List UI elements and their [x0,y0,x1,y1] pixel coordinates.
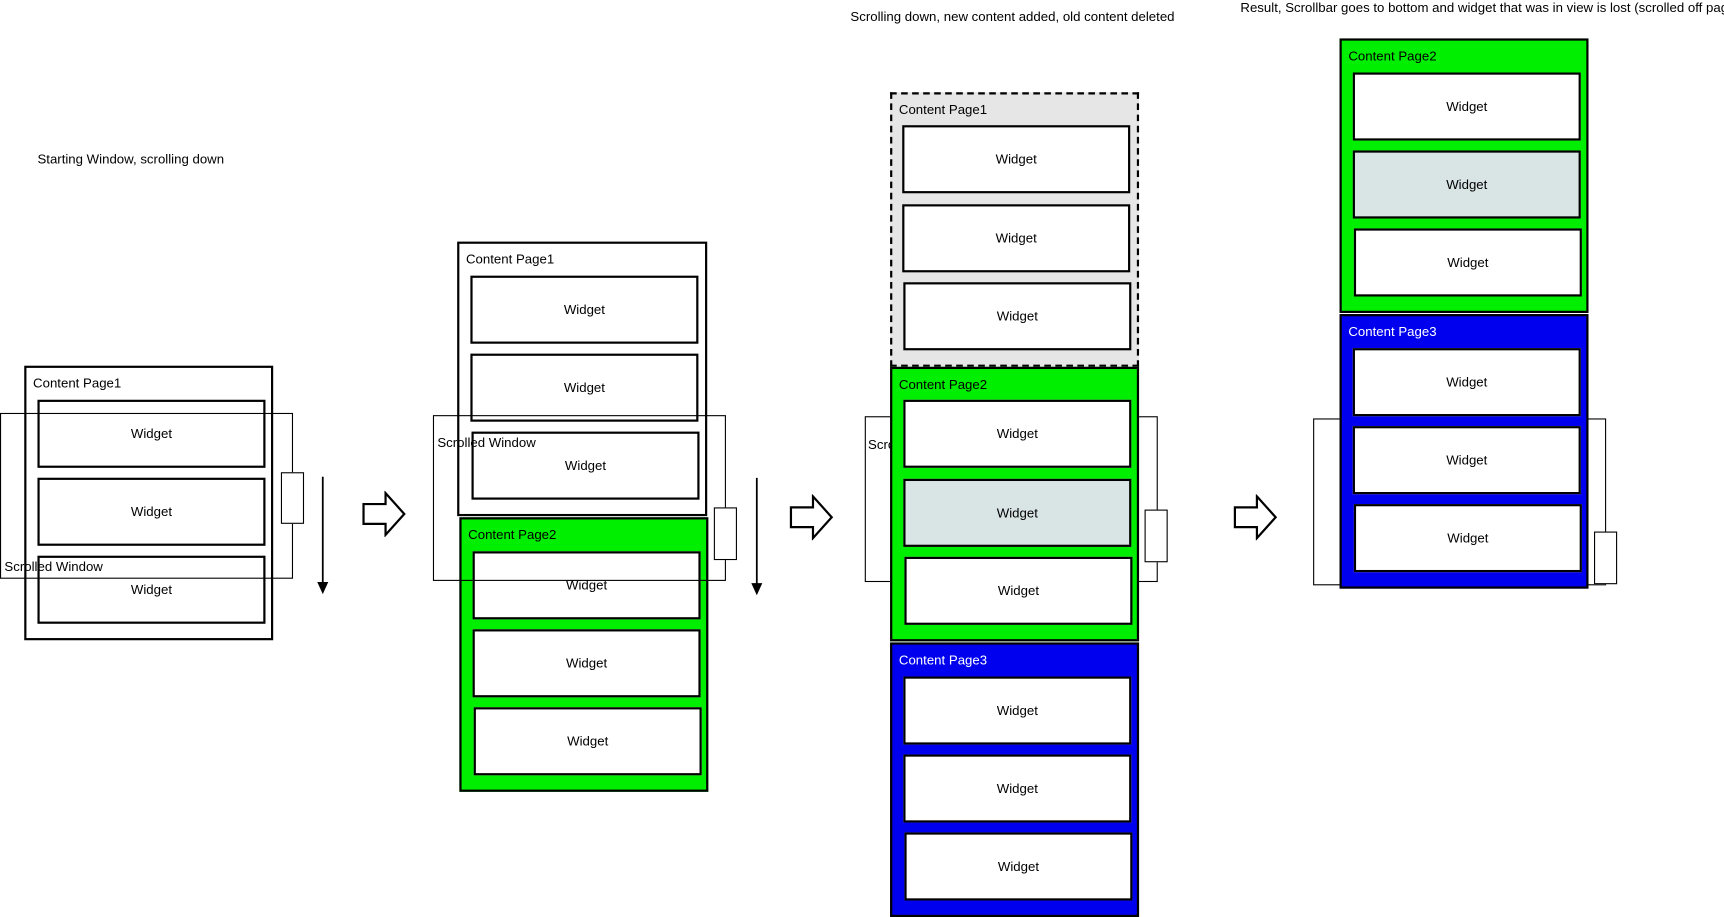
widget-label: Widget [130,504,173,520]
hollow-right-arrow-icon [361,490,407,538]
step2-widget: Widget [473,707,702,776]
widget-label: Widget [1447,530,1489,546]
hollow-right-arrow-icon [1233,494,1279,541]
widget-label: Widget [996,505,1038,521]
step4-highlighted-widget: Widget [1352,150,1581,219]
content-page2-title: Content Page2 [468,527,557,543]
widget-label: Widget [130,582,173,598]
widget-label: Widget [995,151,1037,167]
widget-label: Widget [1446,374,1488,390]
step1-caption: Starting Window, scrolling down [37,151,225,167]
widget-label: Widget [1447,254,1489,271]
step4-scrollbar-thumb [1594,531,1618,585]
step2-widget: Widget [470,353,699,422]
step2-widget: Widget [471,431,700,500]
step3-widget: Widget [903,282,1132,351]
step3-highlighted-widget: Widget [903,478,1132,547]
widget-label: Widget [1446,176,1488,193]
step4-widget: Widget [1352,72,1581,141]
widget-label: Widget [566,655,608,672]
scrolled-window-label: Scrolled Window [437,434,536,451]
step3-widget: Widget [903,676,1132,745]
hollow-right-arrow-icon [789,494,835,541]
down-arrow-icon [749,477,764,597]
step2-widget: Widget [472,629,701,698]
step3-widget: Widget [904,556,1133,625]
widget-label: Widget [997,583,1039,599]
scrolled-window-label-clipped: Scro [868,437,896,453]
widget-label: Widget [996,426,1038,442]
widget-label: Widget [996,308,1038,324]
widget-label: Widget [996,780,1038,797]
widget-label: Widget [1446,98,1488,115]
content-page3-title: Content Page3 [1348,323,1437,340]
widget-label: Widget [997,858,1039,875]
widget-label: Widget [1446,452,1488,468]
step2-scrolled-window [432,415,726,581]
content-page1-title: Content Page1 [33,375,122,391]
step4-caption: Result, Scrollbar goes to bottom and wid… [1240,0,1724,16]
step1-widget: Widget [37,399,266,468]
widget-label: Widget [564,457,607,474]
step2-scrollbar-thumb [713,507,737,561]
step1-scrollbar-thumb [280,472,305,524]
step1-widget: Widget [37,555,266,624]
step3-widget: Widget [903,399,1132,468]
step3-scrollbar-thumb [1144,509,1168,563]
step3-widget: Widget [902,125,1131,194]
step1-scrolled-window [0,412,294,579]
widget-label: Widget [566,577,608,594]
step4-widget: Widget [1352,348,1581,417]
widget-label: Widget [995,230,1037,246]
step3-widget: Widget [903,754,1132,823]
content-page2-title: Content Page2 [898,376,988,393]
content-page3-title: Content Page3 [898,652,988,668]
step2-widget: Widget [470,275,699,344]
widget-label: Widget [563,379,605,396]
widget-label: Widget [567,733,609,749]
step2-widget: Widget [472,551,701,620]
content-page2-title: Content Page2 [1348,48,1437,64]
step3-widget: Widget [902,204,1131,273]
widget-label: Widget [563,302,605,318]
step3-widget: Widget [904,832,1133,901]
widget-label: Widget [130,426,173,442]
step1-widget: Widget [37,477,266,546]
down-arrow-icon [315,476,330,596]
step4-widget: Widget [1353,504,1582,573]
scrolled-window-label: Scrolled Window [4,558,103,575]
content-page1-title: Content Page1 [465,251,555,267]
step4-widget: Widget [1353,228,1582,297]
step4-widget: Widget [1352,426,1581,495]
step3-caption: Scrolling down, new content added, old c… [850,8,1175,25]
widget-label: Widget [996,702,1038,719]
content-page1-title: Content Page1 [898,102,988,118]
